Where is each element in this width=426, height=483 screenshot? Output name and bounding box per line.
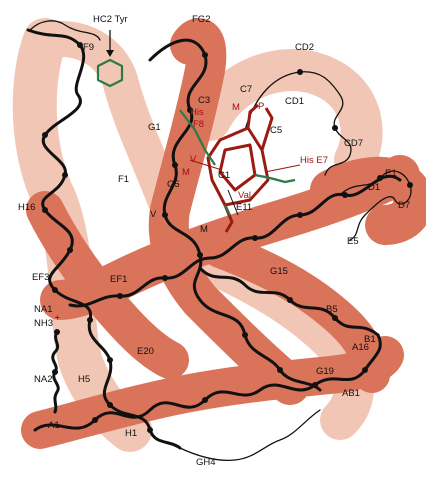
label-f1: F1 xyxy=(118,174,129,185)
label-h16: H16 xyxy=(18,202,35,213)
his-e7-chain xyxy=(255,175,295,182)
label-nh3: NH3 xyxy=(34,318,53,329)
label-m-mid: M xyxy=(182,167,190,178)
label-ef3: EF3 xyxy=(32,272,49,283)
label-h5: H5 xyxy=(78,374,90,385)
label-cd1: CD1 xyxy=(285,96,304,107)
heme-propionate-1 xyxy=(248,105,258,128)
label-c7: C7 xyxy=(240,84,252,95)
label-g19: G19 xyxy=(316,366,334,377)
pointer-his-e7 xyxy=(265,165,300,172)
backbone-gh-loop xyxy=(180,410,320,460)
label-val: Val xyxy=(238,190,251,201)
label-nh3-plus: + xyxy=(55,313,60,322)
label-g5: G5 xyxy=(167,179,180,190)
label-hc2-tyr: HC2 Tyr xyxy=(93,14,128,25)
label-f9: F9 xyxy=(83,42,94,53)
cd-helix-tube xyxy=(210,70,362,160)
label-c5: C5 xyxy=(270,125,282,136)
label-cd2: CD2 xyxy=(295,42,314,53)
label-na2: NA2 xyxy=(34,374,52,385)
label-c3: C3 xyxy=(198,95,210,106)
label-d1: D1 xyxy=(368,182,380,193)
label-b1: B1 xyxy=(364,334,376,345)
label-b5: B5 xyxy=(326,304,338,315)
label-h1: H1 xyxy=(125,428,137,439)
label-his-e7: His E7 xyxy=(300,155,328,166)
label-v-lower: V xyxy=(150,209,157,220)
heme-inner xyxy=(220,145,255,190)
label-e1: E1 xyxy=(385,168,397,179)
label-his-f8-f8: F8 xyxy=(193,119,204,130)
label-d7: D7 xyxy=(398,200,410,211)
label-a1: A1 xyxy=(48,420,60,431)
label-g15: G15 xyxy=(270,266,288,277)
label-v-upper: V xyxy=(190,154,197,165)
label-fg2: FG2 xyxy=(192,14,210,25)
label-m-lower: M xyxy=(200,224,208,235)
label-na1: NA1 xyxy=(34,304,52,315)
label-e20: E20 xyxy=(137,346,154,357)
label-gh4: GH4 xyxy=(196,457,216,468)
label-ef1: EF1 xyxy=(110,274,127,285)
label-his-f8-his: His xyxy=(190,107,204,118)
label-e5: E5 xyxy=(347,236,359,247)
label-p: P xyxy=(258,101,264,112)
label-m-top: M xyxy=(232,102,240,113)
label-ab1: AB1 xyxy=(342,388,360,399)
label-c1: C1 xyxy=(218,170,230,181)
label-g1: G1 xyxy=(148,122,161,133)
label-cd7: CD7 xyxy=(344,138,363,149)
label-e11: E11 xyxy=(236,202,252,213)
